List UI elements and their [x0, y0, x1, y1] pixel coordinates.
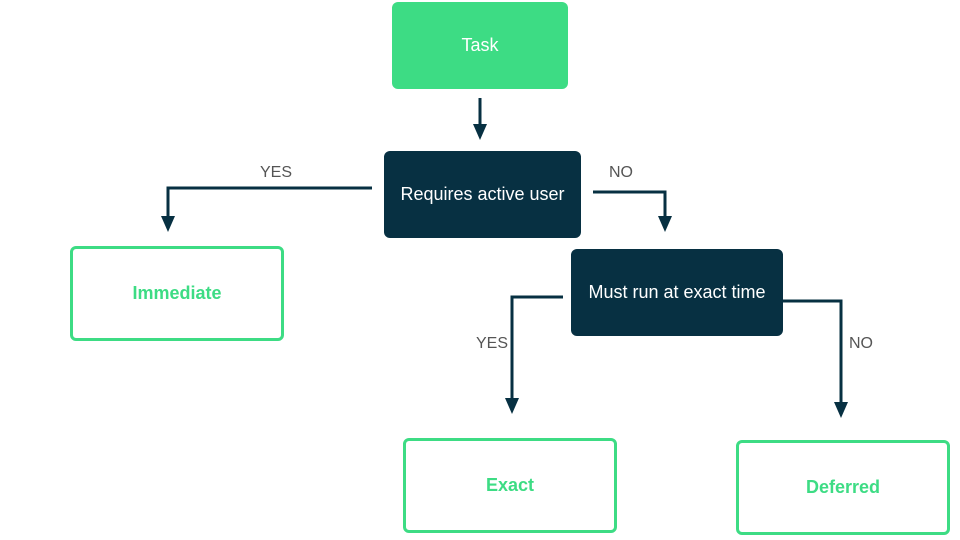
task-label: Task: [461, 35, 499, 55]
exact-node: Exact: [403, 438, 617, 533]
arrowhead-exact: [505, 398, 519, 414]
active-user-yes-label: YES: [260, 164, 293, 181]
arrowhead-task: [473, 124, 487, 140]
connector-active-user-yes: [166, 186, 372, 220]
task-node: Task: [392, 2, 568, 89]
deferred-label: Deferred: [805, 477, 881, 497]
exact-label: Exact: [485, 475, 535, 495]
immediate-node: Immediate: [70, 246, 284, 341]
arrowhead-immediate: [161, 216, 175, 232]
active-user-no-label: NO: [609, 164, 633, 181]
requires-active-user-label: Requires active user: [400, 184, 565, 204]
exact-time-no-label: NO: [849, 335, 873, 352]
arrowhead-exact-time: [658, 216, 672, 232]
deferred-node: Deferred: [736, 440, 950, 535]
arrowhead-deferred: [834, 402, 848, 418]
exact-time-yes-label: YES: [476, 335, 509, 352]
must-run-exact-time-label: Must run at exact time: [588, 282, 766, 302]
requires-active-user-node: Requires active user: [384, 151, 581, 238]
connector-exact-time-no: [765, 299, 843, 406]
connector-active-user-no: [593, 190, 667, 220]
connector-exact-time-yes: [510, 295, 563, 402]
must-run-exact-time-node: Must run at exact time: [571, 249, 783, 336]
immediate-label: Immediate: [132, 283, 222, 303]
